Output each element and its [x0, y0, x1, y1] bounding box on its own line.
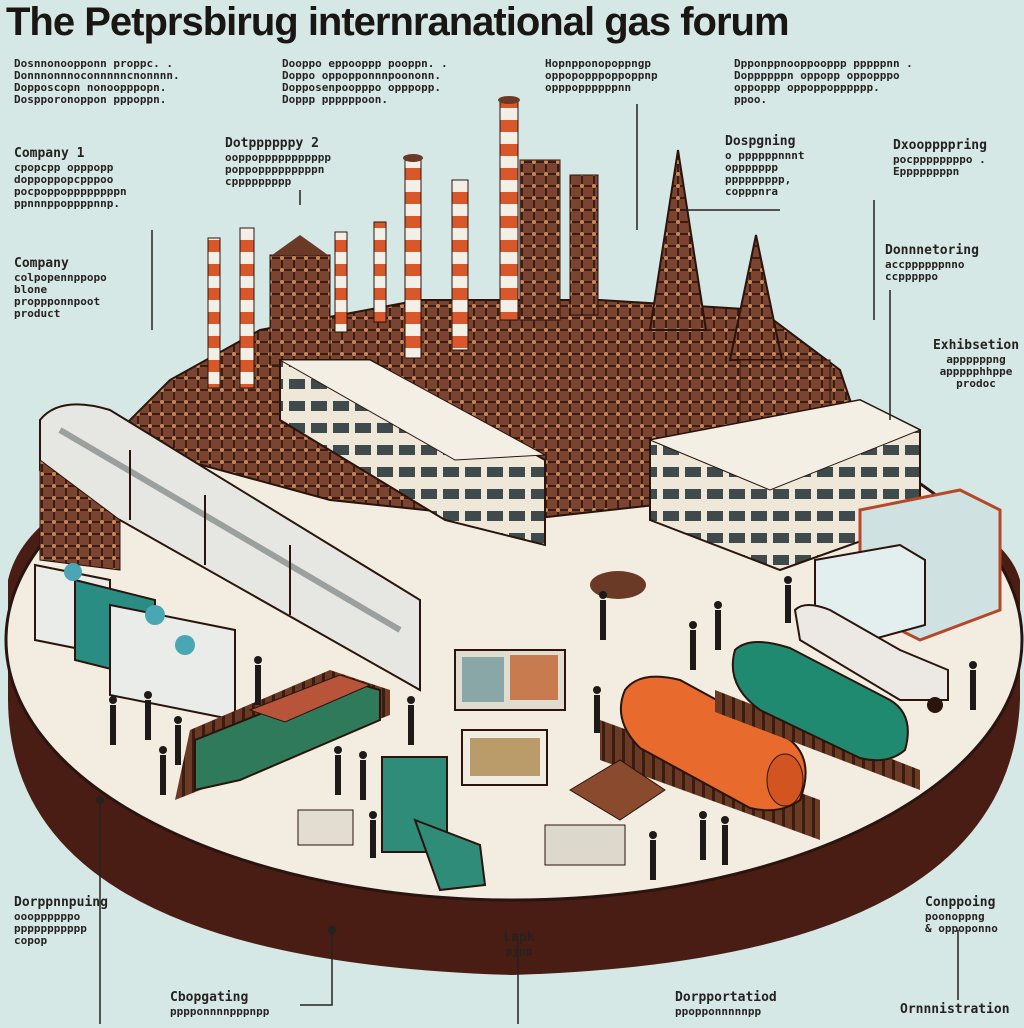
annotation-bottom-c3: Ornnnistration — [900, 1002, 1018, 1018]
annotation-heading: Company — [14, 256, 69, 271]
green-tank-car — [715, 641, 920, 790]
annotation-heading: Dospgning — [725, 134, 796, 149]
annotation-top-1: Dosnnonoopponn proppc. . Donnnonnnoconnn… — [14, 58, 214, 106]
pipeline-tube — [39, 403, 421, 692]
annotation-top-4: Dpponppnooppooppp pppppnn . Doppppppn op… — [734, 58, 1004, 106]
annotation-text: o ppppppnnnt oppppppp ppppppppp, copppnr… — [725, 149, 805, 198]
annotation-heading: Dorpportatiod — [675, 990, 777, 1005]
exhibition-booths-center — [297, 571, 666, 892]
smokestacks — [207, 96, 520, 389]
annotation-heading: Exhibsetion — [932, 338, 1020, 353]
annotation-text: Dosnnonoopponn proppc. . Donnnonnnoconnn… — [14, 57, 180, 106]
annotation-text: pjpp — [505, 945, 533, 958]
annotation-text: accppppppnno ccpppppo — [885, 258, 965, 283]
locomotive — [175, 670, 390, 800]
annotation-text: Dooppo eppooppp pooppn. . Doppo oppoppon… — [282, 57, 448, 106]
orange-tank-car — [600, 675, 820, 840]
annotation-heading: Dotppppppy 2 — [225, 136, 319, 151]
annotation-heading: Conppoing — [925, 895, 996, 910]
annotation-leaders — [99, 104, 959, 1024]
annotation-text: Dpponppnooppooppp pppppnn . Doppppppn op… — [734, 57, 913, 106]
annotation-text: Hopnpponopoppngp oppopopppoppoppnp opppo… — [545, 57, 658, 94]
annotation-heading: Lapk — [503, 930, 535, 945]
annotation-heading: Cbopgating — [170, 990, 249, 1005]
annotation-text: ooppoppppppppppp poppopppppppppn cpppppp… — [225, 151, 331, 188]
annotation-text: appppppng appppphhppe prodoc — [939, 353, 1013, 390]
annotation-text: poonoppng & oppoponno — [925, 910, 998, 935]
annotation-heading: Company 1 — [14, 146, 85, 161]
visitors — [109, 576, 977, 880]
central-building — [278, 359, 547, 547]
annotation-text: cpopcpp opppopp doppoppopcpppoo pocpoppo… — [14, 161, 127, 210]
annotation-text: pppponnnnpppnpp — [170, 1005, 270, 1018]
annotation-top-2: Dooppo eppooppp pooppn. . Doppo oppoppon… — [282, 58, 492, 106]
annotation-heading: Ornnnistration — [900, 1002, 1010, 1017]
annotation-text: colpopennppopo blone proppponnpoot produ… — [14, 271, 107, 320]
exhibition-booths-left — [34, 563, 236, 722]
leader-dots — [96, 796, 336, 934]
white-truck — [793, 604, 949, 713]
annotation-text: ppopponnnnnpp — [675, 1005, 762, 1018]
annotation-heading: Donnnetoring — [885, 243, 979, 258]
annotation-heading: Dxooppppring — [893, 138, 987, 153]
annotation-text: oooppppppo ppppppppppp copop — [14, 910, 87, 947]
page-title: The Petprsbirug internranational gas for… — [6, 0, 790, 44]
annotation-heading: Dorppnnpuing — [14, 895, 108, 910]
annotation-top-3: Hopnpponopoppngp oppopopppoppoppnp opppo… — [545, 58, 705, 94]
annotation-text: pocppppppppo . Eppppppppn — [893, 153, 986, 178]
